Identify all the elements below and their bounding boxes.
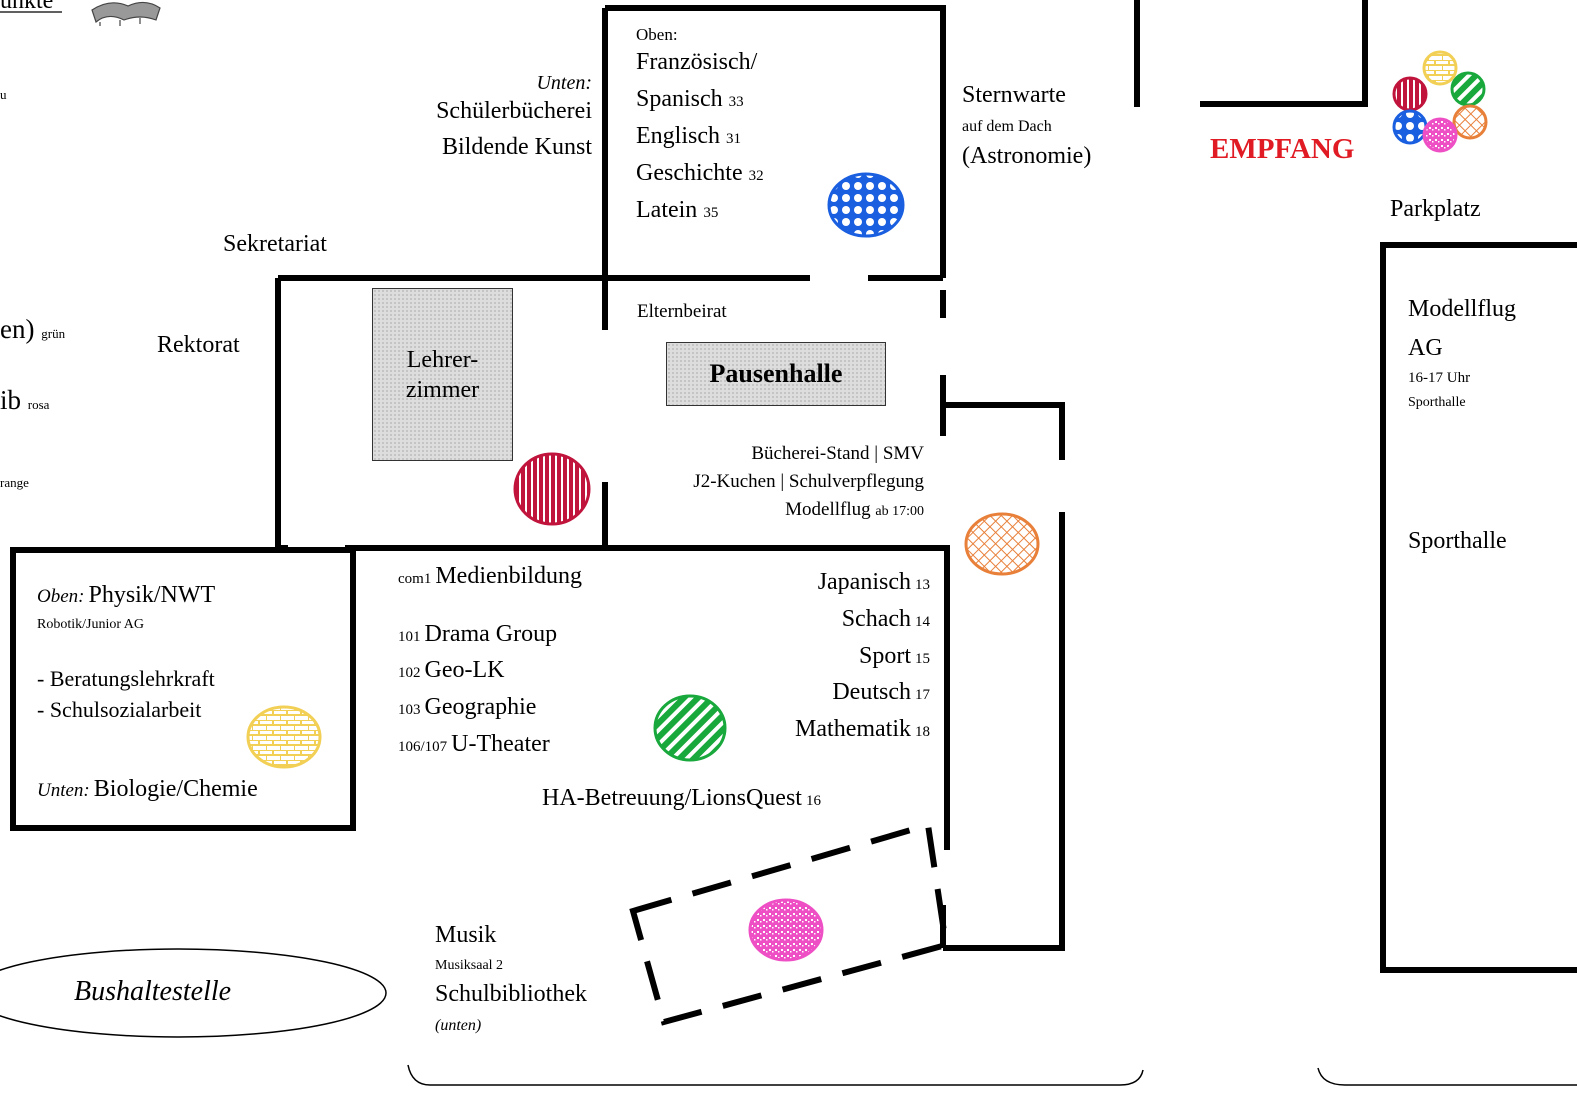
station-marker-red (513, 452, 591, 526)
bottom-bracket-right (1317, 1067, 1577, 1086)
room-englisch: Englisch 31 (636, 123, 741, 149)
station-marker-blue (827, 172, 905, 238)
unten-paren-label: (unten) (435, 1017, 482, 1034)
room-sport: Sport 15 (858, 643, 930, 669)
bottom-bracket-left (407, 1064, 1144, 1086)
room-bildende-kunst: Bildende Kunst (442, 134, 592, 160)
room-schuelerbuecherei: Schülerbücherei (436, 98, 592, 124)
room-103: 103 Geographie (398, 694, 537, 720)
room-schulbibliothek: Schulbibliothek (435, 981, 587, 1007)
bio-line: Unten: Biologie/Chemie (37, 776, 258, 802)
room-mathematik: Mathematik 18 (795, 716, 930, 742)
room-sporthalle: Sporthalle (1408, 528, 1507, 554)
room-astronomie: (Astronomie) (962, 143, 1092, 169)
legend-line-orange: range (0, 475, 29, 490)
room-medienbildung: com1 Medienbildung (398, 563, 582, 589)
room-rektorat: Rektorat (157, 332, 240, 358)
physics-building (10, 547, 356, 831)
room-pausenhalle: Pausenhalle (666, 342, 886, 406)
bushaltestelle-label: Bushaltestelle (74, 976, 232, 1007)
library-dashed-outline (629, 821, 950, 1026)
modellflug-time: 16-17 Uhr (1408, 370, 1471, 386)
room-geschichte: Geschichte 32 (636, 160, 764, 186)
room-deutsch: Deutsch 17 (832, 679, 930, 705)
sozial-line: - Schulsozialarbeit (37, 697, 202, 722)
room-sekretariat: Sekretariat (223, 231, 327, 257)
parkplatz-label: Parkplatz (1390, 196, 1481, 222)
station-marker-green (653, 694, 727, 762)
stand-line-2: J2-Kuchen | Schulverpflegung (693, 471, 924, 492)
room-102: 102 Geo-LK (398, 657, 505, 683)
stand-line-1: Bücherei-Stand | SMV (751, 443, 924, 464)
room-ha-betreuung: HA-Betreuung/LionsQuest 16 (542, 785, 821, 811)
unten-label: Unten: (536, 72, 592, 94)
bus-stop-ellipse (0, 948, 387, 1038)
station-marker-orange (964, 512, 1040, 576)
robotik-line: Robotik/Junior AG (37, 617, 144, 632)
empfang-label: EMPFANG (1210, 133, 1355, 165)
stand-line-3: Modellflug ab 17:00 (785, 499, 924, 520)
room-elternbeirat: Elternbeirat (637, 301, 727, 322)
room-latein: Latein 35 (636, 197, 719, 223)
stations-cluster-logo (1392, 50, 1488, 153)
modellflug-place: Sporthalle (1408, 395, 1466, 410)
clipart-icon (91, 1, 161, 26)
modellflug-ag-1: Modellflug (1408, 296, 1516, 322)
room-franzoesisch: Französisch/ (636, 49, 758, 75)
room-106: 106/107 U-Theater (398, 731, 550, 757)
musiksaal-label: Musiksaal 2 (435, 958, 504, 973)
room-schach: Schach 14 (841, 606, 930, 632)
beratung-line: - Beratungslehrkraft (37, 666, 215, 691)
physik-line: Oben: Physik/NWT (37, 582, 216, 608)
legend-title-fragment: unkte (0, 0, 54, 14)
room-spanisch: Spanisch 33 (636, 86, 744, 112)
legend-line-green: en) grün (0, 314, 66, 344)
station-marker-yellow (246, 705, 322, 769)
sternwarte-sub: auf dem Dach (962, 118, 1052, 135)
room-musik: Musik (435, 922, 497, 948)
oben-label: Oben: (636, 25, 678, 44)
modellflug-ag-2: AG (1408, 335, 1443, 361)
station-marker-pink (748, 898, 824, 962)
legend-line-1: u (0, 87, 7, 102)
room-lehrerzimmer: Lehrer-zimmer (372, 288, 513, 461)
room-japanisch: Japanisch 13 (817, 569, 930, 595)
room-101: 101 Drama Group (398, 621, 558, 647)
room-sternwarte: Sternwarte (962, 82, 1066, 108)
legend-line-pink: ib rosa (0, 385, 50, 415)
